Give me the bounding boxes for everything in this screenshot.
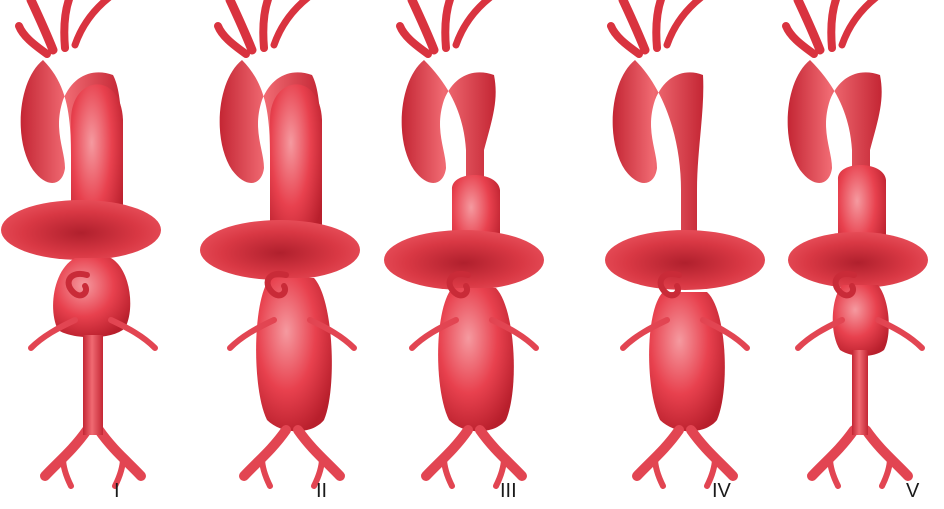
- panel-label-II: II: [316, 481, 327, 501]
- panel-IV-aorta: [605, 0, 765, 486]
- panel-III-aorta: [384, 0, 544, 486]
- panel-label-V: V: [906, 481, 919, 501]
- panel-V-aorta: [786, 0, 928, 486]
- panel-label-IV: IV: [712, 481, 731, 501]
- panel-II-aorta: [200, 0, 360, 486]
- panel-label-III: III: [500, 481, 517, 501]
- panel-I-aorta: [1, 0, 161, 486]
- panel-label-I: I: [114, 481, 120, 501]
